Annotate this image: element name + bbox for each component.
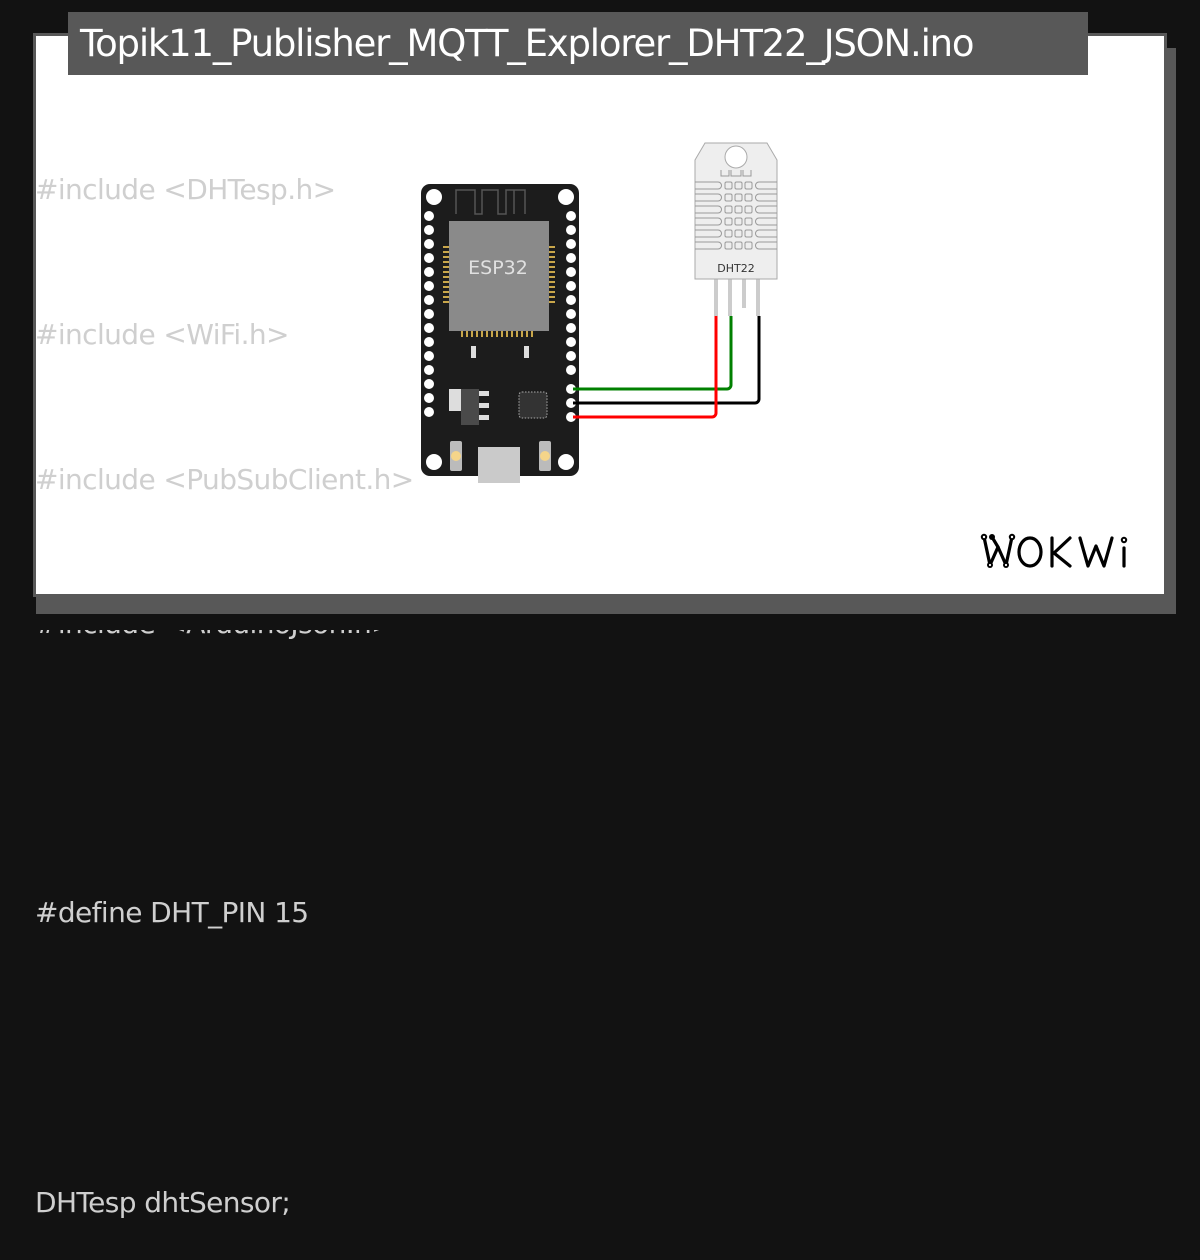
dht22-label: DHT22	[717, 262, 754, 275]
code-line: DHTesp dhtSensor;	[35, 1185, 291, 1219]
wire-black-gnd[interactable]	[573, 316, 761, 405]
project-title: Topik11_Publisher_MQTT_Explorer_DHT22_JS…	[68, 12, 1088, 75]
esp32-board[interactable]: ESP32	[421, 184, 579, 483]
wokwi-logo[interactable]	[978, 527, 1150, 577]
code-line: #include <WiFi.h>	[35, 318, 289, 351]
code-line	[35, 745, 512, 793]
esp32-label: ESP32	[468, 257, 528, 279]
preview-card	[33, 33, 1167, 597]
code-line	[35, 1034, 512, 1082]
esp32-left-pins	[424, 211, 434, 417]
code-line: #include <PubSubClient.h>	[35, 462, 414, 496]
card-bottom-border	[33, 594, 1167, 597]
code-line: #define DHT_PIN 15	[35, 896, 309, 930]
wire-green-d15[interactable]	[573, 316, 733, 391]
circuit-diagram: ESP32	[421, 142, 778, 483]
dht22-sensor[interactable]: DHT22	[694, 142, 778, 316]
bottom-background	[0, 614, 1200, 630]
wire-red-3v3[interactable]	[573, 316, 718, 419]
esp32-right-pins	[566, 211, 576, 422]
code-line: #include <DHTesp.h>	[35, 173, 336, 207]
card-shadow-bottom	[36, 597, 1176, 614]
